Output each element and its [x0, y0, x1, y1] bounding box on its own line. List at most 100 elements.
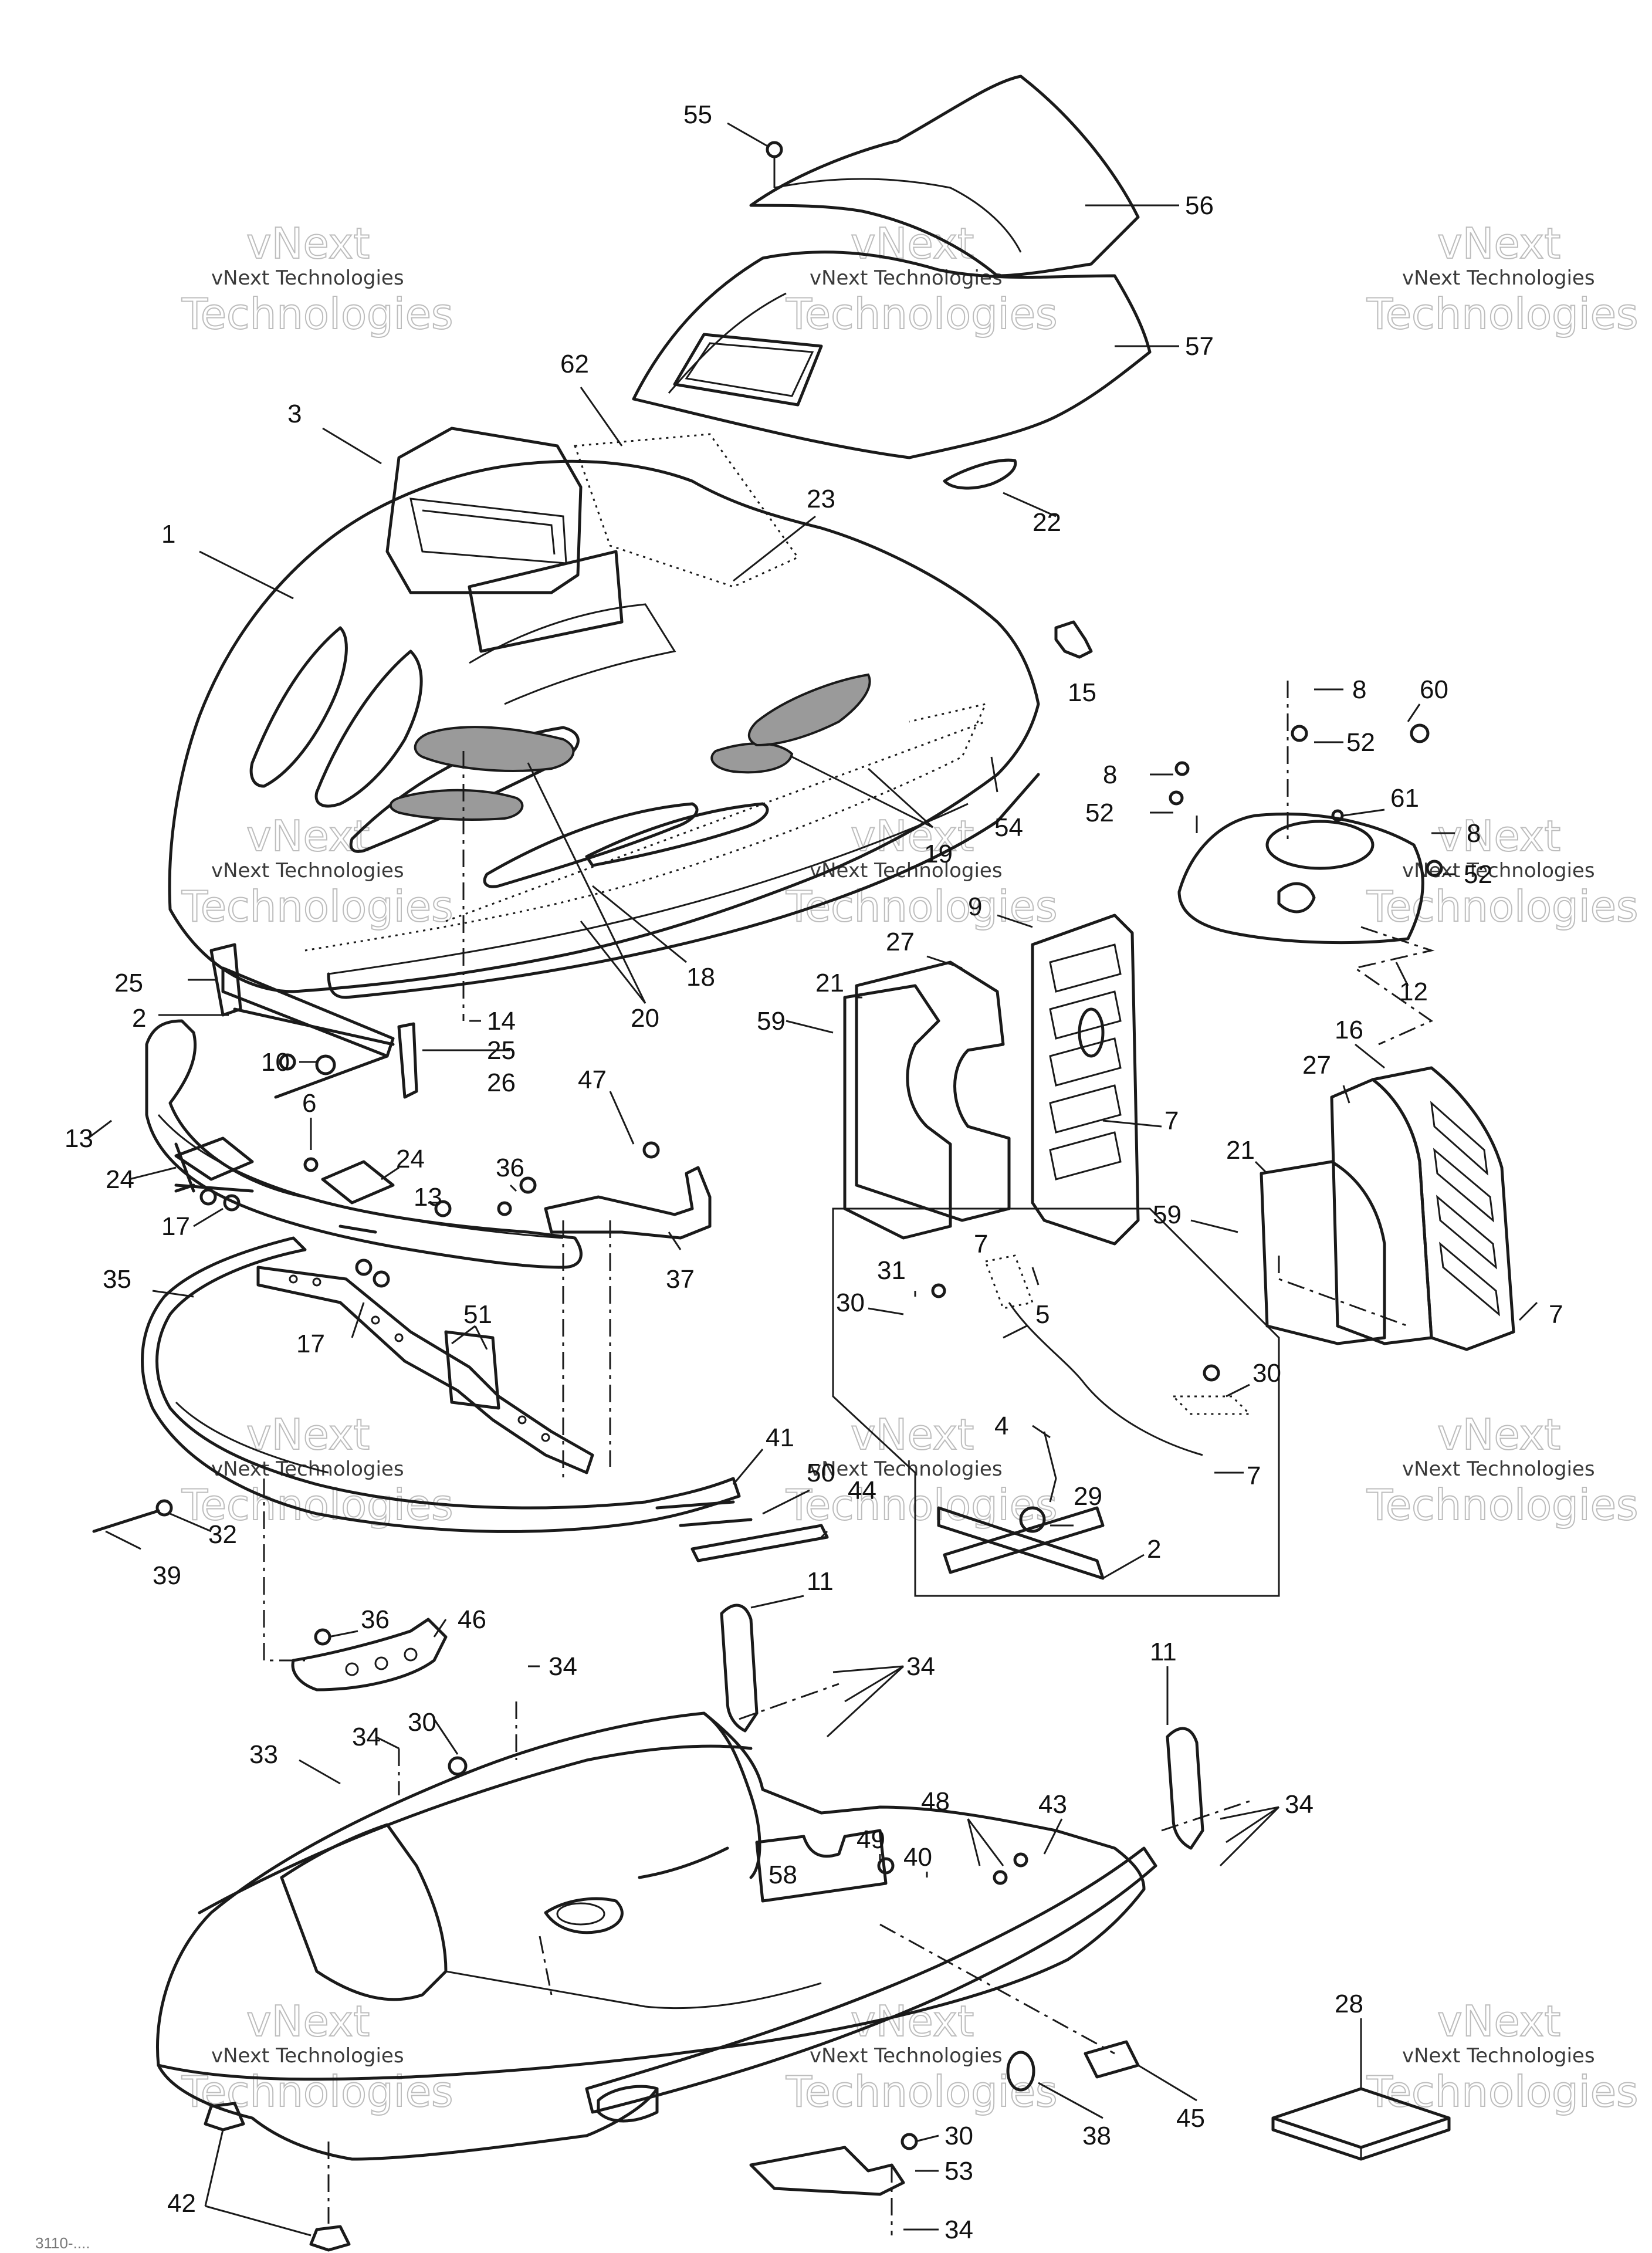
watermark-vnext: vNext	[1437, 1410, 1560, 1459]
callout-8: 8	[1467, 819, 1481, 848]
callout-17: 17	[161, 1212, 190, 1241]
callout-18: 18	[686, 963, 715, 992]
windshield-base-57	[632, 251, 1152, 459]
insulation-27b	[1330, 1078, 1433, 1345]
callout-7: 7	[974, 1230, 988, 1259]
callout-47: 47	[578, 1065, 607, 1094]
callout-52: 52	[1464, 860, 1492, 889]
callout-62: 62	[560, 350, 589, 378]
watermark-technologies: Technologies	[1366, 2067, 1639, 2116]
callout-44: 44	[848, 1476, 876, 1505]
callout-9: 9	[968, 892, 982, 921]
callout-19: 19	[924, 840, 953, 868]
callout-34: 34	[906, 1652, 935, 1681]
insulation-21a	[843, 984, 952, 1240]
watermark-vnext: vNext	[851, 1410, 974, 1459]
callout-17: 17	[296, 1330, 325, 1358]
callout-21: 21	[815, 969, 844, 997]
callout-7: 7	[1549, 1300, 1563, 1329]
callout-52: 52	[1085, 799, 1114, 827]
watermark-full: vNext Technologies	[1402, 2044, 1595, 2068]
callout-24: 24	[106, 1165, 134, 1194]
callout-29: 29	[1074, 1482, 1102, 1511]
callout-56: 56	[1185, 191, 1214, 220]
callout-2: 2	[132, 1004, 146, 1033]
watermark-full: vNext Technologies	[1402, 266, 1595, 290]
watermark-bottom-right: vNext vNext Technologies Technologies	[1366, 1996, 1639, 2117]
callout-16: 16	[1335, 1016, 1363, 1044]
callout-21: 21	[1226, 1136, 1255, 1165]
watermark-full: vNext Technologies	[211, 266, 404, 290]
watermark-technologies: Technologies	[786, 882, 1058, 931]
callout-36: 36	[496, 1153, 524, 1182]
callout-11: 11	[807, 1567, 834, 1596]
leader-lines	[87, 122, 1538, 2237]
watermark-technologies: Technologies	[1366, 1480, 1639, 1530]
watermark-technologies: Technologies	[786, 289, 1058, 339]
callout-38: 38	[1082, 2122, 1111, 2150]
assembly-lines	[263, 681, 1435, 2235]
front-bumper-35	[141, 1236, 741, 1533]
callout-49: 49	[857, 1825, 885, 1854]
watermark-vnext: vNext	[1437, 219, 1560, 268]
callout-25: 25	[114, 969, 143, 997]
callout-46: 46	[458, 1605, 486, 1634]
callout-51: 51	[463, 1300, 492, 1329]
callout-36: 36	[361, 1605, 390, 1634]
callout-61: 61	[1390, 784, 1419, 813]
callout-58: 58	[769, 1860, 797, 1889]
handle-11a	[720, 1604, 759, 1733]
watermark-full: vNext Technologies	[810, 266, 1003, 290]
watermark-technologies: Technologies	[1366, 289, 1639, 339]
callouts: 55 56 57 62 3 23 22 1 15 8 60 52 8 52 61…	[65, 100, 1563, 2244]
callout-31: 31	[877, 1256, 906, 1285]
callout-30: 30	[1252, 1359, 1281, 1388]
lower-hull-33	[155, 1711, 1157, 2161]
watermark-vnext: vNext	[246, 811, 370, 861]
bracket-53	[749, 2146, 905, 2196]
callout-27: 27	[1302, 1051, 1331, 1080]
callout-30: 30	[836, 1288, 865, 1317]
watermark-top-right: vNext vNext Technologies Technologies	[1366, 218, 1639, 339]
callout-4: 4	[994, 1412, 1008, 1440]
plug-38	[1006, 2051, 1035, 2092]
callout-28: 28	[1335, 1990, 1363, 2018]
callout-10: 10	[261, 1048, 290, 1077]
watermark-low-left: vNext vNext Technologies Technologies	[181, 1409, 454, 1530]
callout-39: 39	[153, 1561, 181, 1590]
callout-53: 53	[945, 2157, 973, 2186]
watermark-low-center: vNext vNext Technologies Technologies	[785, 1409, 1058, 1530]
watermark-technologies: Technologies	[181, 1480, 453, 1530]
clip-22	[943, 458, 1017, 490]
callout-42: 42	[167, 2189, 196, 2218]
callout-50: 50	[807, 1459, 835, 1487]
callout-8: 8	[1103, 760, 1117, 789]
watermark-mid-right: vNext vNext Technologies Technologies	[1366, 811, 1639, 932]
callout-11: 11	[1150, 1638, 1177, 1666]
rear-strip-44	[690, 1524, 829, 1562]
callout-54: 54	[994, 813, 1023, 842]
front-bracket-assembly	[209, 943, 418, 1099]
watermark-technologies: Technologies	[786, 1480, 1058, 1530]
callout-7: 7	[1164, 1107, 1179, 1135]
callout-41: 41	[766, 1423, 794, 1452]
callout-33: 33	[249, 1740, 278, 1769]
callout-30: 30	[408, 1708, 436, 1737]
callout-59: 59	[1153, 1200, 1182, 1229]
callout-34: 34	[352, 1723, 381, 1751]
watermark-full: vNext Technologies	[211, 1457, 404, 1481]
watermark-bottom-center: vNext vNext Technologies Technologies	[785, 1996, 1058, 2117]
callout-59: 59	[757, 1007, 786, 1036]
bracket-37	[544, 1166, 712, 1240]
callout-34: 34	[1285, 1790, 1314, 1819]
callout-60: 60	[1420, 675, 1448, 704]
watermark-low-right: vNext vNext Technologies Technologies	[1366, 1409, 1639, 1530]
inset-box	[832, 1207, 1280, 1597]
screw-55	[766, 141, 783, 188]
watermark-bottom-left: vNext vNext Technologies Technologies	[181, 1996, 454, 2117]
callout-15: 15	[1068, 678, 1096, 707]
callout-57: 57	[1185, 332, 1214, 361]
callout-48: 48	[921, 1787, 950, 1816]
watermark-top-center: vNext vNext Technologies Technologies	[785, 218, 1058, 339]
